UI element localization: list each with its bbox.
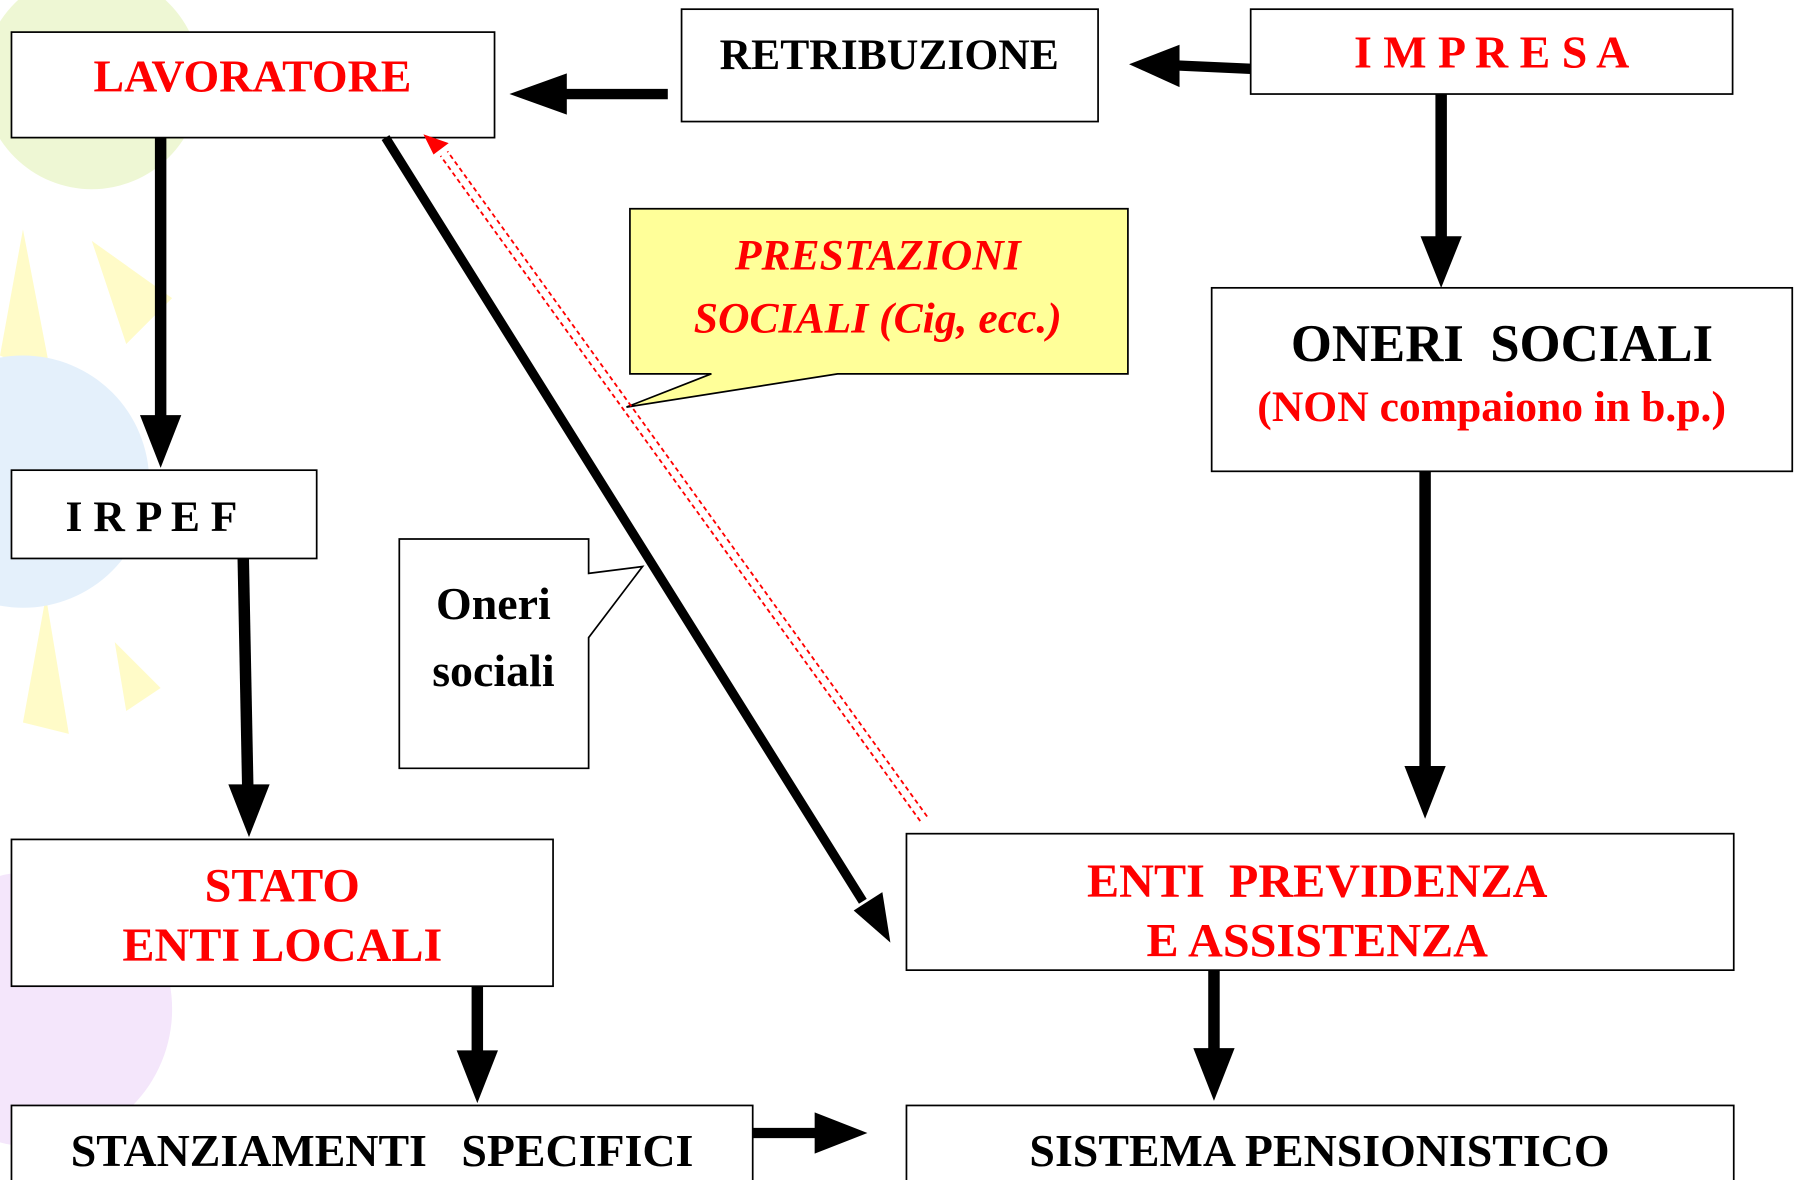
- arrow-retribuzione-to-lavoratore: [509, 73, 668, 115]
- node-stanziamenti: STANZIAMENTI SPECIFICI: [10, 1104, 754, 1180]
- oneri-callout-line2: sociali: [432, 645, 555, 696]
- arrow-lavoratore-to-enti-previdenza: [381, 135, 891, 943]
- prestazioni-dashed-line-b: [446, 150, 928, 818]
- arrow-irpef-to-stato: [228, 558, 270, 838]
- arrow-prestazioni-dashed: [423, 134, 928, 822]
- node-oneri-sociali: ONERI SOCIALI (NON compaiono in b.p.): [1210, 286, 1794, 473]
- retribuzione-label: RETRIBUZIONE: [720, 31, 1059, 79]
- node-irpef: I R P E F: [10, 469, 318, 560]
- oneri-callout-shape: [398, 538, 645, 770]
- oneri-sociali-title: ONERI SOCIALI: [1291, 315, 1713, 373]
- oneri-sociali-note: (NON compaiono in b.p.): [1257, 383, 1726, 431]
- retribuzione-box: [680, 8, 1099, 123]
- enti-previdenza-box: [905, 832, 1735, 972]
- prestazioni-line2: SOCIALI (Cig, ecc.): [694, 295, 1062, 343]
- lavoratore-box: [10, 31, 496, 139]
- sistema-box: [905, 1104, 1735, 1180]
- arrow-impresa-to-oneri: [1420, 94, 1462, 288]
- arrow-stanziamenti-to-sistema: [752, 1112, 868, 1154]
- oneri-callout-line1: Oneri: [436, 578, 551, 629]
- prestazioni-dashed-line-a: [439, 155, 921, 822]
- sistema-label: SISTEMA PENSIONISTICO: [1029, 1125, 1609, 1176]
- impresa-box: [1249, 8, 1734, 95]
- node-sistema-pensionistico: SISTEMA PENSIONISTICO: [905, 1104, 1735, 1180]
- stanziamenti-label: STANZIAMENTI SPECIFICI: [71, 1125, 694, 1176]
- arrow-stato-to-stanziamenti: [456, 986, 498, 1104]
- e-assistenza-label: E ASSISTENZA: [1147, 914, 1489, 967]
- node-retribuzione: RETRIBUZIONE: [680, 8, 1099, 123]
- prestazioni-callout-shape: [626, 207, 1129, 408]
- impresa-label: I M P R E S A: [1354, 27, 1629, 78]
- irpef-label: I R P E F: [65, 493, 237, 541]
- irpef-box: [10, 469, 318, 560]
- arrow-enti-previdenza-to-sistema: [1193, 970, 1235, 1101]
- lavoratore-label: LAVORATORE: [94, 51, 412, 102]
- stato-label: STATO: [205, 859, 360, 912]
- node-stato-enti-locali: STATO ENTI LOCALI: [10, 838, 554, 988]
- prestazioni-line1: PRESTAZIONI: [734, 231, 1023, 279]
- arrow-impresa-to-retribuzione: [1129, 44, 1251, 88]
- node-enti-previdenza: ENTI PREVIDENZA E ASSISTENZA: [905, 832, 1735, 972]
- oneri-sociali-box: [1210, 286, 1794, 473]
- stanziamenti-box: [10, 1104, 754, 1180]
- callout-prestazioni-sociali: PRESTAZIONI SOCIALI (Cig, ecc.): [626, 207, 1129, 408]
- arrow-lavoratore-to-irpef: [139, 137, 182, 468]
- arrow-oneri-to-enti-previdenza: [1404, 471, 1446, 819]
- enti-locali-label: ENTI LOCALI: [122, 919, 442, 972]
- enti-previdenza-label: ENTI PREVIDENZA: [1087, 855, 1548, 908]
- arrows: [139, 44, 1462, 1154]
- decor-yellow-rays: [0, 229, 173, 734]
- node-impresa: I M P R E S A: [1249, 8, 1734, 95]
- node-lavoratore: LAVORATORE: [10, 31, 496, 139]
- prestazioni-dashed-head: [423, 134, 449, 155]
- callout-oneri-sociali: Oneri sociali: [398, 538, 645, 770]
- stato-box: [10, 838, 554, 988]
